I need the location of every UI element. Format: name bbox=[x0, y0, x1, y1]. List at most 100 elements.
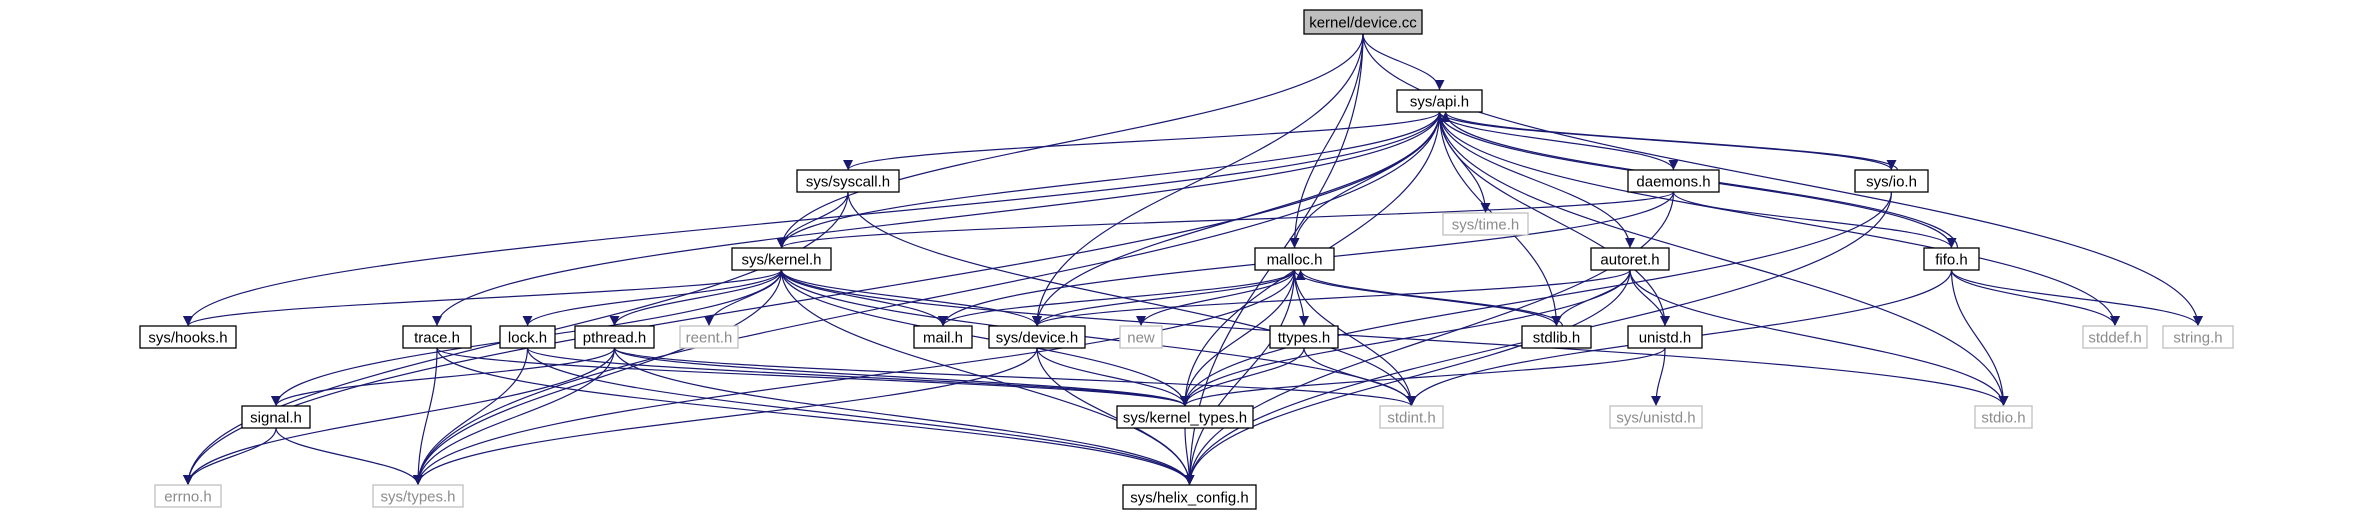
edge-arrow bbox=[1180, 269, 1296, 407]
node-box bbox=[913, 325, 973, 349]
node-trace[interactable]: trace.h bbox=[402, 325, 472, 349]
edge-api-to-systime bbox=[1438, 111, 1491, 214]
node-box bbox=[1269, 325, 1339, 349]
edge-arrow bbox=[1438, 111, 1670, 327]
edge-arrow bbox=[776, 111, 1441, 249]
node-pthread[interactable]: pthread.h bbox=[574, 325, 655, 349]
edge-api-to-syscall bbox=[843, 111, 1441, 171]
node-daemons[interactable]: daemons.h bbox=[1627, 169, 1720, 193]
edge-arrow bbox=[780, 269, 948, 327]
node-box bbox=[1627, 325, 1703, 349]
edge-arrow bbox=[847, 191, 1417, 407]
node-ttypes[interactable]: ttypes.h bbox=[1269, 325, 1339, 349]
edge-kernel-to-stdio bbox=[780, 269, 2009, 407]
node-box bbox=[1923, 247, 1980, 271]
edge-arrow bbox=[413, 347, 616, 486]
node-helix[interactable]: sys/helix_config.h bbox=[1122, 484, 1257, 510]
node-signal[interactable]: signal.h bbox=[241, 405, 311, 429]
edge-arrow bbox=[1036, 347, 1190, 407]
edge-arrow bbox=[1438, 111, 1679, 171]
edge-arrow bbox=[1032, 269, 1296, 327]
edge-arrow bbox=[183, 269, 783, 327]
edge-arrow bbox=[1180, 347, 1666, 407]
edge-arrow bbox=[704, 269, 783, 327]
node-label: sys/time.h bbox=[1452, 217, 1520, 234]
edge-stdlib-to-malloc bbox=[1295, 269, 1564, 327]
node-box bbox=[1254, 247, 1335, 271]
edge-arrow bbox=[1180, 191, 1893, 407]
edge-api-to-malloc bbox=[1289, 111, 1441, 249]
node-ktypes[interactable]: sys/kernel_types.h bbox=[1116, 405, 1254, 429]
node-label: sys/kernel_types.h bbox=[1123, 410, 1247, 427]
edge-arrow bbox=[613, 347, 1190, 407]
node-hooks[interactable]: sys/hooks.h bbox=[139, 325, 237, 349]
node-syscall[interactable]: sys/syscall.h bbox=[796, 169, 900, 193]
edge-malloc-to-ktypes bbox=[1180, 269, 1296, 407]
node-api[interactable]: sys/api.h bbox=[1396, 89, 1483, 113]
edge-arrow bbox=[183, 347, 616, 486]
edge-api-to-daemons bbox=[1438, 111, 1679, 171]
edge-arrow bbox=[436, 347, 1195, 486]
node-label: sys/api.h bbox=[1410, 94, 1469, 111]
node-box bbox=[796, 169, 900, 193]
node-kernel[interactable]: sys/kernel.h bbox=[731, 247, 832, 271]
edge-arrow bbox=[1293, 269, 1562, 327]
edge-arrow bbox=[413, 347, 438, 486]
edge-arrow bbox=[1672, 191, 1957, 249]
edge-arrow bbox=[1629, 269, 1670, 327]
node-box bbox=[1379, 405, 1444, 429]
edge-arrow bbox=[436, 347, 1190, 407]
node-mail[interactable]: mail.h bbox=[913, 325, 973, 349]
edge-device-to-helix bbox=[1036, 347, 1195, 486]
edge-arrow bbox=[522, 269, 783, 327]
edge-arrow bbox=[1438, 111, 2120, 327]
node-label: sys/unistd.h bbox=[1616, 410, 1695, 427]
node-autoret[interactable]: autoret.h bbox=[1590, 247, 1670, 271]
edge-fifo-to-stddef bbox=[1950, 269, 2120, 327]
node-label: reent.h bbox=[686, 330, 733, 347]
node-box bbox=[679, 325, 739, 349]
node-malloc[interactable]: malloc.h bbox=[1254, 247, 1335, 271]
edge-unistd-to-sysunistd bbox=[1651, 347, 1666, 407]
node-box bbox=[574, 325, 655, 349]
node-label: daemons.h bbox=[1636, 174, 1710, 191]
edge-api-to-unistd bbox=[1438, 111, 1670, 327]
node-unistd[interactable]: unistd.h bbox=[1627, 325, 1703, 349]
node-label: sys/kernel.h bbox=[741, 252, 821, 269]
node-root[interactable]: kernel/device.cc bbox=[1303, 9, 1423, 35]
node-box bbox=[731, 247, 832, 271]
node-new: new bbox=[1119, 325, 1163, 349]
edge-fifo-to-stdio bbox=[1950, 269, 2009, 407]
edge-pthread-to-errno bbox=[183, 347, 616, 486]
node-device[interactable]: sys/device.h bbox=[988, 325, 1086, 349]
edge-arrow bbox=[1136, 269, 1296, 327]
node-label: stddef.h bbox=[2088, 330, 2141, 347]
edge-arrow bbox=[1289, 111, 1441, 249]
edge-pthread-to-stdint bbox=[613, 347, 1417, 407]
edge-pthread-to-helix bbox=[613, 347, 1195, 486]
node-label: stdint.h bbox=[1387, 410, 1435, 427]
edge-malloc-to-device bbox=[1032, 269, 1296, 327]
node-sysio[interactable]: sys/io.h bbox=[1854, 169, 1929, 193]
edge-root-to-string bbox=[1362, 33, 2203, 327]
edge-arrow bbox=[1032, 111, 1441, 327]
edge-arrow bbox=[275, 427, 423, 486]
node-lock[interactable]: lock.h bbox=[499, 325, 556, 349]
edge-arrow bbox=[1032, 269, 1631, 327]
node-fifo[interactable]: fifo.h bbox=[1923, 247, 1980, 271]
node-box bbox=[1119, 325, 1163, 349]
node-box bbox=[1521, 325, 1592, 349]
edge-arrow bbox=[1036, 347, 1195, 486]
edge-arrow bbox=[1362, 33, 1445, 91]
edge-arrow bbox=[413, 347, 1038, 486]
edge-arrow bbox=[413, 269, 1296, 486]
node-stddef: stddef.h bbox=[2082, 325, 2148, 349]
node-sysunistd: sys/unistd.h bbox=[1609, 405, 1703, 429]
edge-arrow bbox=[413, 269, 783, 486]
node-stdlib[interactable]: stdlib.h bbox=[1521, 325, 1592, 349]
node-label: kernel/device.cc bbox=[1309, 15, 1417, 32]
edge-arrow bbox=[1950, 269, 2120, 327]
edge-autoret-to-unistd bbox=[1629, 269, 1670, 327]
edge-malloc-to-stdint bbox=[1293, 269, 1417, 407]
